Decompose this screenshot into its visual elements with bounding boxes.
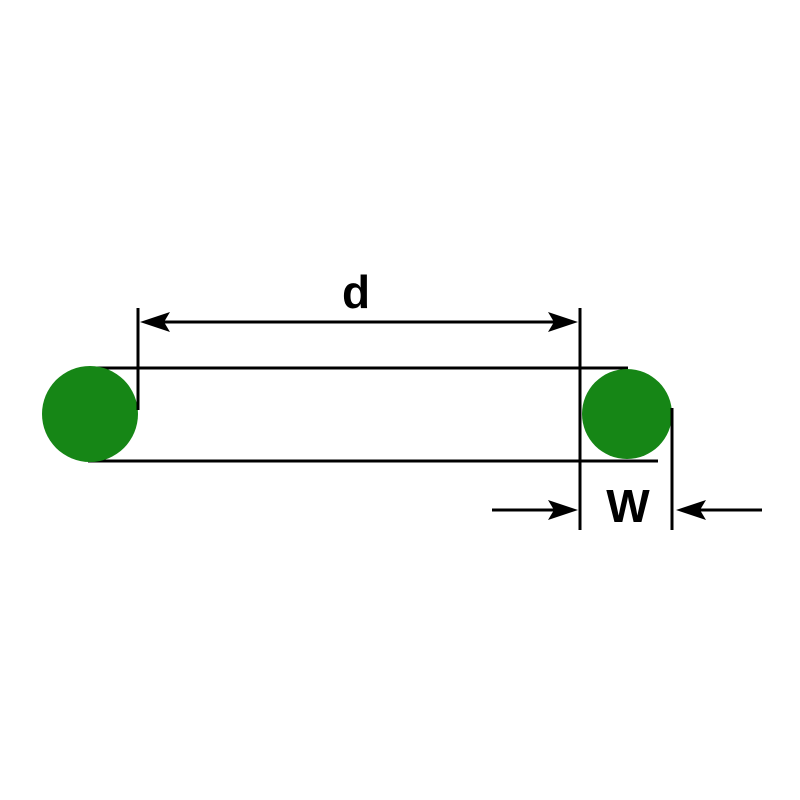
w-arrowhead-left-icon: [548, 500, 578, 520]
d-arrowhead-right-icon: [548, 312, 578, 332]
o-ring-cross-section-left: [42, 366, 138, 462]
d-arrowhead-left-icon: [140, 312, 170, 332]
inner-diameter-label: d: [342, 266, 370, 318]
cross-section-width-label: W: [606, 480, 650, 532]
o-ring-cross-section-right: [582, 369, 672, 459]
w-arrowhead-right-icon: [676, 500, 706, 520]
